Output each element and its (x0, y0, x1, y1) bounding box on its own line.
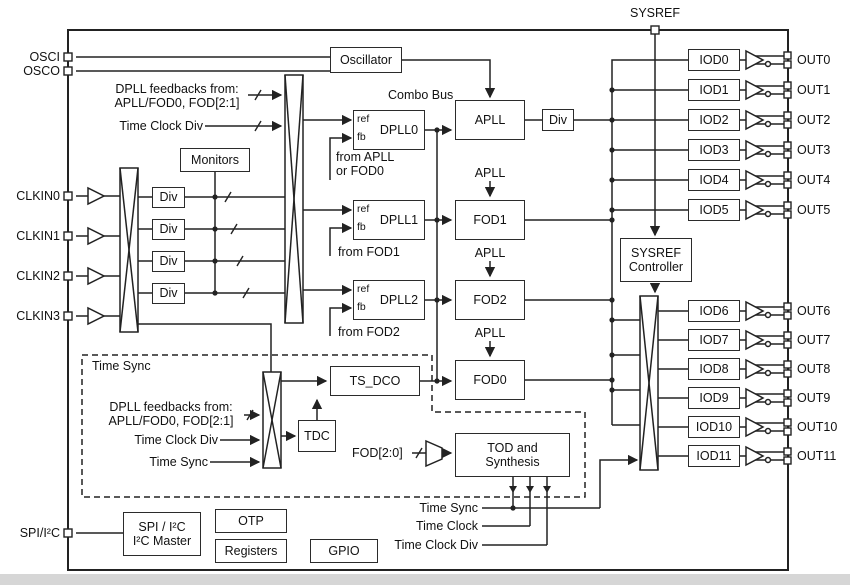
label-fod-bus: FOD[2:0] (352, 446, 403, 460)
label-time-sync-ts: Time Sync (149, 455, 208, 469)
label-dpll2-ref: ref (357, 283, 370, 295)
time-sync-dashed-boundary (81, 354, 586, 498)
block-iod1: IOD1 (688, 79, 740, 101)
block-iod9: IOD9 (688, 387, 740, 409)
label-time-sync-out: Time Sync (419, 501, 478, 515)
block-iod10: IOD10 (688, 416, 740, 438)
label-pin-osci: OSCI (29, 50, 60, 64)
clkin-crossbar-switch (119, 167, 139, 333)
block-iod2: IOD2 (688, 109, 740, 131)
screenshot-bottom-bar (0, 574, 850, 585)
device-pins (63, 25, 792, 538)
label-pin-clkin1: CLKIN1 (16, 229, 60, 243)
block-input-divider-3: Div (152, 283, 185, 304)
label-out6: OUT6 (797, 304, 831, 318)
label-out8: OUT8 (797, 362, 831, 376)
output-crossbar-switch (639, 295, 659, 471)
arrow-wires (205, 34, 661, 508)
label-dpll1-ref: ref (357, 203, 370, 215)
block-iod3: IOD3 (688, 139, 740, 161)
flow-arrowheads (509, 486, 551, 493)
label-out10: OUT10 (797, 420, 838, 434)
reference-crossbar-switch (284, 74, 304, 324)
block-fod2: FOD2 (455, 280, 525, 320)
label-dpll0-fb: fb (357, 131, 366, 143)
label-from-fod2: from FOD2 (338, 325, 400, 339)
label-out2: OUT2 (797, 113, 831, 127)
chip-boundary (67, 29, 789, 571)
label-pin-clkin2: CLKIN2 (16, 269, 60, 283)
label-pin-sysref: SYSREF (629, 6, 680, 20)
label-pin-clkin3: CLKIN3 (16, 309, 60, 323)
block-tdc: TDC (298, 420, 336, 452)
label-time-sync-region: Time Sync (92, 359, 151, 373)
label-apll-feed-fod0: APLL (474, 326, 506, 340)
block-iod8: IOD8 (688, 358, 740, 380)
block-dpll2: DPLL2 (353, 280, 425, 320)
label-out4: OUT4 (797, 173, 831, 187)
label-pin-spi-i2c: SPI/I²C (19, 526, 60, 540)
label-time-clock-div-out: Time Clock Div (394, 538, 478, 552)
label-out5: OUT5 (797, 203, 831, 217)
label-apll-feed-fod1: APLL (474, 166, 506, 180)
block-input-divider-1: Div (152, 219, 185, 240)
label-time-clock-div-top: Time Clock Div (119, 119, 203, 133)
block-ts-dco: TS_DCO (330, 366, 420, 396)
block-spi-i2c-master: SPI / I²C I²C Master (123, 512, 201, 556)
label-from-apll-or-fod0: from APLL or FOD0 (336, 150, 395, 179)
label-out11: OUT11 (797, 449, 837, 463)
label-pin-osco: OSCO (23, 64, 60, 78)
block-sysref-controller: SYSREF Controller (620, 238, 692, 282)
bus-slash-marks (224, 89, 423, 459)
block-apll-divider: Div (542, 109, 574, 131)
label-time-clock-div-ts: Time Clock Div (134, 433, 218, 447)
label-dpll-feedbacks-ts: DPLL feedbacks from: APLL/FOD0, FOD[2:1] (108, 400, 234, 429)
block-fod1: FOD1 (455, 200, 525, 240)
block-dpll1: DPLL1 (353, 200, 425, 240)
block-iod5: IOD5 (688, 199, 740, 221)
block-input-divider-0: Div (152, 187, 185, 208)
label-pin-clkin0: CLKIN0 (16, 189, 60, 203)
block-gpio: GPIO (310, 539, 378, 563)
label-dpll2-fb: fb (357, 301, 366, 313)
block-iod6: IOD6 (688, 300, 740, 322)
label-combo-bus: Combo Bus (388, 88, 454, 102)
block-otp: OTP (215, 509, 287, 533)
block-registers: Registers (215, 539, 287, 563)
label-dpll0-ref: ref (357, 113, 370, 125)
label-apll-feed-fod2: APLL (474, 246, 506, 260)
fod-mux-icon (425, 439, 443, 468)
label-out7: OUT7 (797, 333, 831, 347)
label-from-fod1: from FOD1 (338, 245, 400, 259)
block-apll: APLL (455, 100, 525, 140)
label-out3: OUT3 (797, 143, 831, 157)
block-input-divider-2: Div (152, 251, 185, 272)
output-buffer-icons (745, 49, 772, 467)
block-iod0: IOD0 (688, 49, 740, 71)
block-monitors: Monitors (180, 148, 250, 172)
block-tod-synthesis: TOD and Synthesis (455, 433, 570, 477)
label-out9: OUT9 (797, 391, 831, 405)
clkin-buffer-icons (87, 186, 106, 326)
block-oscillator: Oscillator (330, 47, 402, 73)
time-sync-crossbar-switch (262, 371, 282, 469)
block-iod4: IOD4 (688, 169, 740, 191)
label-out0: OUT0 (797, 53, 831, 67)
label-dpll-feedbacks-top: DPLL feedbacks from: APLL/FOD0, FOD[2:1] (114, 82, 240, 111)
block-iod11: IOD11 (688, 445, 740, 467)
label-time-clock-out: Time Clock (415, 519, 478, 533)
label-dpll1-fb: fb (357, 221, 366, 233)
block-dpll0: DPLL0 (353, 110, 425, 150)
junction-dots (212, 87, 615, 511)
block-fod0: FOD0 (455, 360, 525, 400)
label-out1: OUT1 (797, 83, 831, 97)
block-iod7: IOD7 (688, 329, 740, 351)
